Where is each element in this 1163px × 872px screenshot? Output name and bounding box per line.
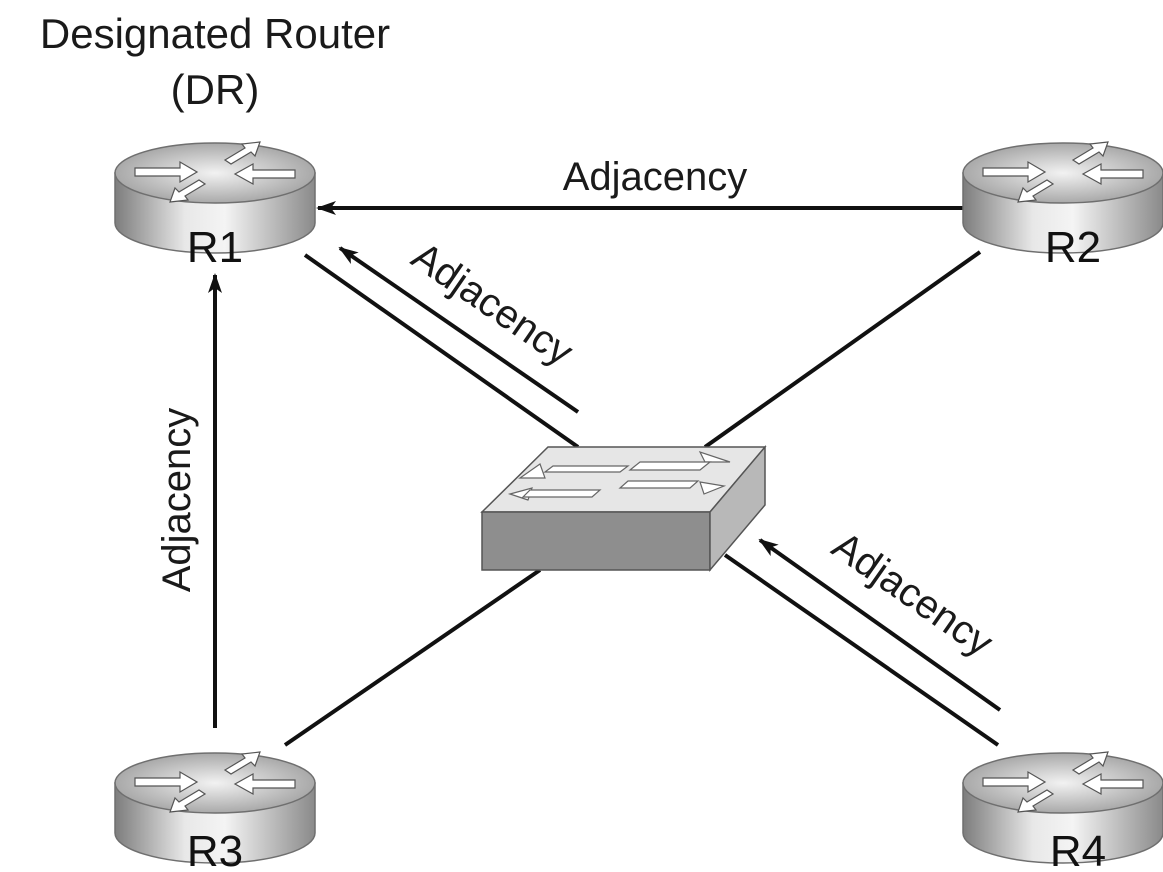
router-r4: R4: [962, 751, 1163, 872]
router-label-r3: R3: [187, 827, 243, 872]
router-r3: R3: [114, 751, 316, 872]
adjacency-label-r3-r1: Adjacency: [155, 408, 199, 593]
links: [283, 250, 1000, 747]
router-label-r4: R4: [1050, 827, 1106, 872]
router-label-r2: R2: [1045, 223, 1101, 272]
link-r2-switch: [703, 250, 982, 449]
arrow-r4-to-switch: [758, 538, 1002, 712]
router-r1: R1: [114, 141, 316, 272]
router-r2: R2: [962, 141, 1163, 272]
link-r4-switch: [723, 553, 1000, 747]
arrow-switch-to-r1: [338, 246, 580, 414]
dr-title-line1: Designated Router: [40, 10, 390, 57]
link-r3-switch: [283, 568, 542, 747]
dr-title-line2: (DR): [171, 66, 260, 113]
link-r1-switch: [303, 253, 580, 449]
switch-icon: [480, 444, 767, 573]
adjacency-label-r2-r1: Adjacency: [563, 155, 748, 199]
router-label-r1: R1: [187, 223, 243, 272]
adjacency-arrows: [208, 201, 1002, 728]
